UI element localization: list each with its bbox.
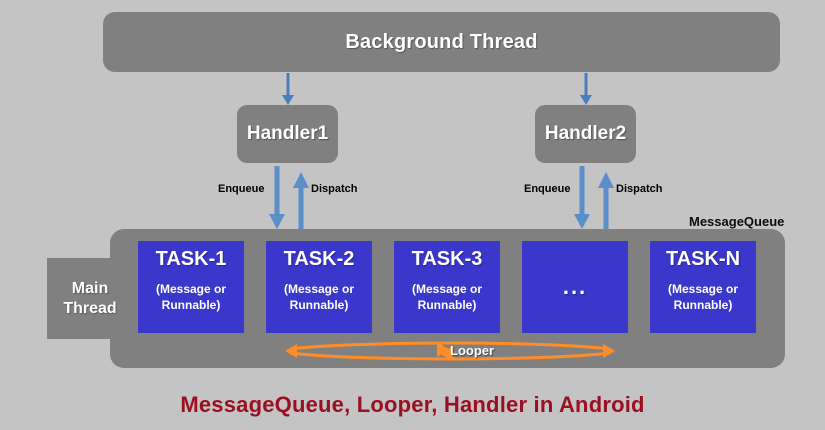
arrow-bgthread-to-handler2 xyxy=(580,73,592,105)
diagram-caption: MessageQueue, Looper, Handler in Android xyxy=(180,392,645,417)
task-subtitle-line2: Runnable) xyxy=(161,297,221,312)
enqueue-label-handler2: Enqueue xyxy=(524,183,571,195)
main-thread-label-line1: Main xyxy=(71,279,109,297)
main-thread-label-line2: Thread xyxy=(63,299,117,317)
task-box: TASK-1 (Message or Runnable) xyxy=(138,241,244,333)
task-box-ellipsis: ... xyxy=(522,241,628,333)
handler1-box: Handler1 xyxy=(237,105,338,163)
background-thread-label: Background Thread xyxy=(345,30,538,53)
task-subtitle-line1: (Message or xyxy=(283,282,355,296)
arrow-dispatch-handler2 xyxy=(598,172,614,229)
task-title: TASK-2 xyxy=(283,248,355,270)
handler1-label: Handler1 xyxy=(246,123,329,144)
task-subtitle-line2: Runnable) xyxy=(417,297,477,312)
handler2-box: Handler2 xyxy=(535,105,636,163)
task-subtitle-line1: (Message or xyxy=(667,282,739,296)
task-subtitle: (Message or Runnable) xyxy=(668,282,738,313)
task-title: TASK-3 xyxy=(411,248,483,270)
handler2-label: Handler2 xyxy=(544,123,627,144)
task-box: TASK-3 (Message or Runnable) xyxy=(394,241,500,333)
message-queue-label: MessageQueue xyxy=(689,214,785,229)
task-subtitle-line1: (Message or xyxy=(411,282,483,296)
arrow-bgthread-to-handler1 xyxy=(282,73,294,105)
arrow-enqueue-handler2 xyxy=(574,166,590,229)
arrow-dispatch-handler1 xyxy=(293,172,309,229)
task-subtitle-line2: Runnable) xyxy=(673,297,733,312)
task-box: TASK-N (Message or Runnable) xyxy=(650,241,756,333)
task-subtitle: (Message or Runnable) xyxy=(156,282,226,313)
task-title: TASK-N xyxy=(665,248,741,270)
task-box: TASK-2 (Message or Runnable) xyxy=(266,241,372,333)
task-subtitle-line2: Runnable) xyxy=(289,297,349,312)
task-subtitle: (Message or Runnable) xyxy=(284,282,354,313)
main-thread-box: Main Thread xyxy=(47,258,133,339)
dispatch-label-handler2: Dispatch xyxy=(616,183,663,195)
looper-label: Looper xyxy=(450,343,495,358)
task-ellipsis-label: ... xyxy=(562,273,588,299)
task-title: TASK-1 xyxy=(155,248,227,270)
enqueue-label-handler1: Enqueue xyxy=(218,183,265,195)
background-thread-box: Background Thread xyxy=(103,12,780,72)
arrow-enqueue-handler1 xyxy=(269,166,285,229)
dispatch-label-handler1: Dispatch xyxy=(311,183,358,195)
task-subtitle-line1: (Message or xyxy=(155,282,227,296)
task-subtitle: (Message or Runnable) xyxy=(412,282,482,313)
